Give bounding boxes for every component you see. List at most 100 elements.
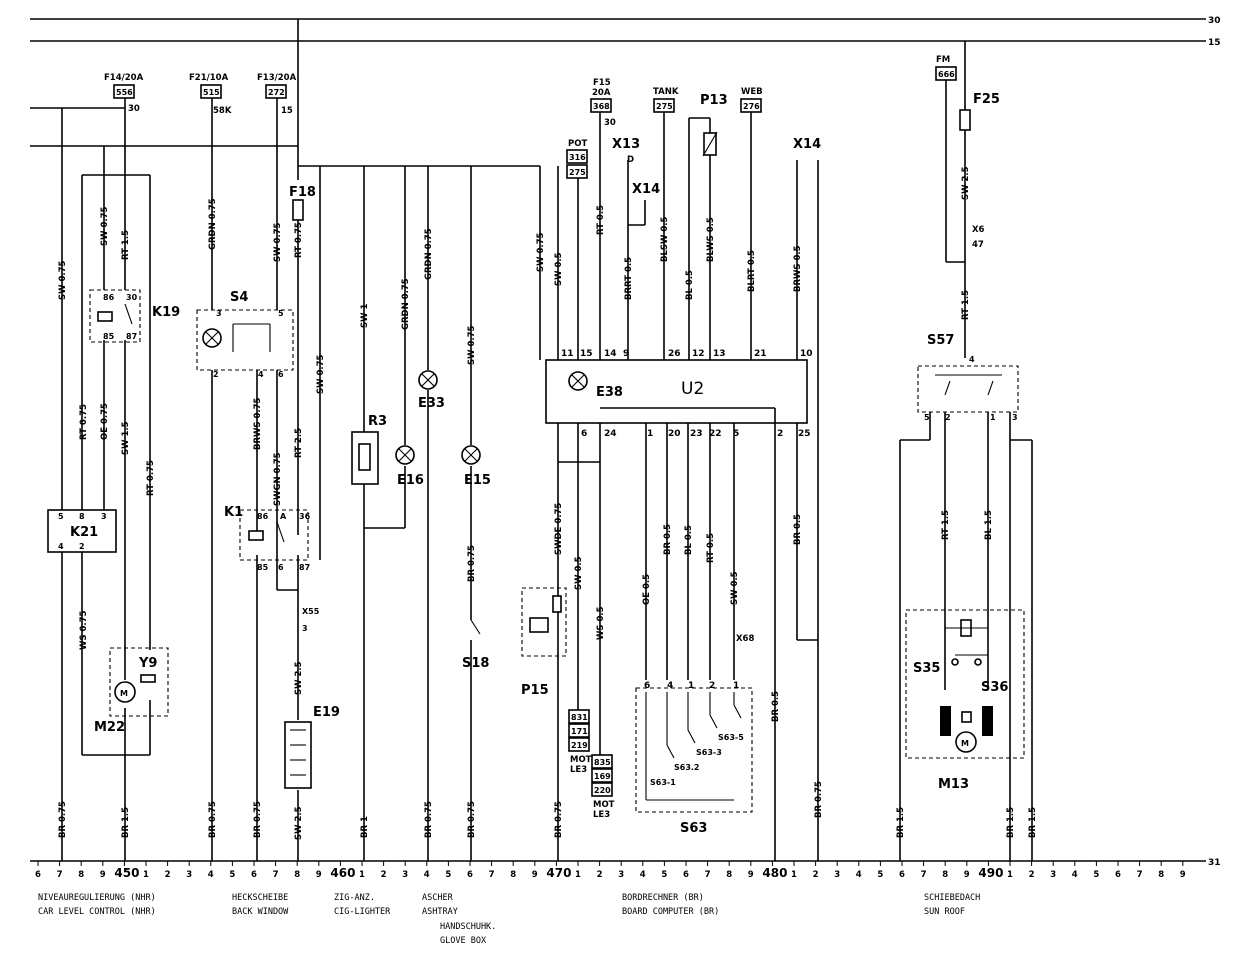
magnet-right (982, 706, 993, 736)
fuse-f13: F13/20A 272 15 (257, 73, 297, 310)
k21-label: K21 (70, 525, 98, 540)
svg-text:556: 556 (116, 88, 133, 97)
svg-text:F21/10A: F21/10A (189, 73, 229, 83)
svg-text:86: 86 (103, 293, 115, 302)
wire-label: SW 0.75 (100, 206, 110, 246)
wire-label: SW 0.75 (273, 222, 283, 262)
svg-text:LE3: LE3 (570, 765, 587, 775)
svg-text:POT: POT (568, 139, 587, 149)
svg-text:2: 2 (777, 429, 783, 439)
scale-index: 7 (273, 870, 279, 880)
svg-text:86: 86 (257, 512, 269, 521)
wire-label: SWDE 0.75 (554, 503, 564, 555)
scale-index: 1 (359, 870, 365, 880)
svg-text:6: 6 (278, 563, 284, 572)
svg-text:S63.2: S63.2 (674, 763, 700, 772)
wire-label: RT 0.5 (706, 533, 716, 563)
caption-ashtray-en: ASHTRAY (422, 907, 458, 917)
scale-index: 8 (1158, 870, 1164, 880)
svg-text:M: M (961, 739, 969, 748)
wire-label: OE 0.5 (642, 574, 652, 605)
scale-index: 9 (316, 870, 322, 880)
caption-car-level-de: NIVEAUREGULIERUNG (NHR) (38, 893, 156, 903)
svg-text:6: 6 (581, 429, 587, 439)
svg-text:5: 5 (733, 429, 739, 439)
svg-text:368: 368 (593, 102, 610, 111)
svg-text:666: 666 (938, 70, 955, 79)
svg-text:13: 13 (713, 349, 726, 359)
svg-text:30: 30 (126, 293, 138, 302)
svg-text:2: 2 (709, 681, 715, 691)
wire-label: BR 0.75 (467, 801, 477, 838)
wire-label: BR 0.75 (253, 801, 263, 838)
scale-index: 3 (402, 870, 408, 880)
caption-cig-lighter-de: ZIG-ANZ. (334, 893, 375, 903)
wire-label: BR 0.75 (424, 801, 434, 838)
wire-label: RT 1.5 (121, 230, 131, 260)
svg-text:87: 87 (299, 563, 310, 572)
connector-stack-a: 831 171 219 MOT LE3 (568, 709, 592, 775)
heated-window-e19 (284, 721, 312, 789)
scale-index: 6 (467, 870, 473, 880)
s4-label: S4 (230, 290, 248, 305)
rail-31-label: 31 (1208, 858, 1221, 868)
svg-text:4: 4 (667, 681, 673, 691)
svg-text:30: 30 (604, 118, 616, 128)
svg-text:2: 2 (945, 413, 951, 422)
svg-text:58K: 58K (213, 106, 232, 116)
svg-text:47: 47 (972, 240, 984, 250)
svg-text:15: 15 (281, 106, 293, 116)
p15-label: P15 (521, 683, 549, 698)
scale-index: 7 (921, 870, 927, 880)
svg-text:3: 3 (101, 512, 107, 521)
x14-label-a: X14 (632, 182, 660, 197)
module-k21 (47, 509, 117, 553)
k19-label: K19 (152, 305, 180, 320)
fuse-fm: FM 666 F25 (935, 41, 1000, 358)
scale-index: 1 (143, 870, 149, 880)
svg-text:87: 87 (126, 332, 137, 341)
svg-text:169: 169 (594, 772, 611, 781)
board-computer-u2 (545, 359, 808, 424)
svg-text:1: 1 (733, 681, 739, 691)
svg-text:S63-5: S63-5 (718, 733, 744, 742)
e15-label: E15 (464, 473, 491, 488)
wire-label: SW 0.5 (574, 556, 584, 590)
fuse-f15: F15 20A 368 30 (590, 78, 616, 360)
scale-index: 9 (964, 870, 970, 880)
s63-label: S63 (680, 821, 707, 836)
wire-label: SW 2.5 (961, 166, 971, 200)
e16-label: E16 (397, 473, 424, 488)
wire-label: BR 0.75 (814, 781, 824, 818)
svg-text:LE3: LE3 (593, 810, 610, 820)
svg-text:1: 1 (647, 429, 653, 439)
relay-k19 (89, 289, 141, 343)
svg-text:219: 219 (571, 741, 588, 750)
svg-text:8: 8 (79, 512, 85, 521)
x14-label-b: X14 (793, 137, 821, 152)
scale-index: 2 (381, 870, 387, 880)
wire-label: BRWS 0.75 (253, 397, 263, 450)
svg-text:X55: X55 (302, 607, 320, 616)
wire-label: RT 2.5 (294, 428, 304, 458)
caption-back-window-en: BACK WINDOW (232, 907, 289, 917)
svg-text:26: 26 (668, 349, 681, 359)
svg-text:9: 9 (623, 349, 629, 359)
r3-label: R3 (368, 414, 387, 429)
svg-text:20: 20 (668, 429, 681, 439)
wire-label: SW 1 (360, 304, 370, 328)
scale-index: 6 (683, 870, 689, 880)
wire-label: BR 0.5 (663, 524, 673, 555)
wire-label: BR 1 (360, 816, 370, 838)
caption-cig-lighter-en: CIG-LIGHTER (334, 907, 391, 917)
svg-text:1: 1 (990, 413, 996, 422)
svg-text:23: 23 (690, 429, 703, 439)
wire-label: SW 0.5 (554, 252, 564, 286)
svg-text:FM: FM (936, 55, 950, 65)
fuse-f18 (292, 199, 304, 221)
wire-label: BR 0.75 (208, 801, 218, 838)
svg-text:4: 4 (258, 370, 264, 379)
m22-label: M22 (94, 720, 125, 735)
svg-text:36: 36 (299, 512, 311, 521)
svg-text:515: 515 (203, 88, 220, 97)
